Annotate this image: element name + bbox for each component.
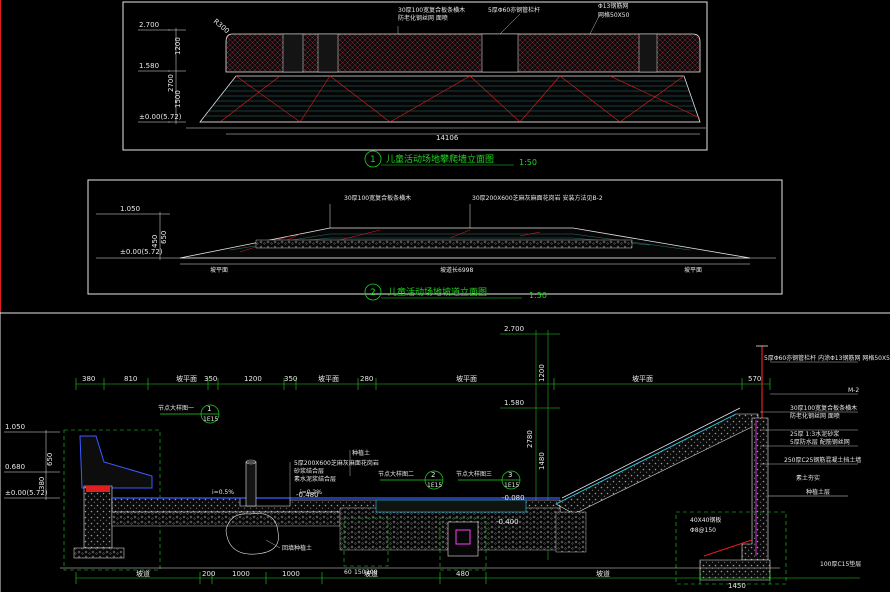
v3-bottom-small-1: 60 xyxy=(344,569,352,576)
v3-level-left-2: 0.680 xyxy=(5,463,25,471)
v3-bottom-dim-5: 坡道 xyxy=(364,569,378,578)
v3-level-mid: 1.580 xyxy=(504,399,524,407)
v1-vdim-2: 2700 xyxy=(167,74,175,92)
v3-mid-level-3: -0.480 xyxy=(296,491,319,499)
v3-level-left-1: 1.050 xyxy=(5,423,25,431)
v1-level-base: ±0.00(5.72) xyxy=(139,113,182,121)
v1-callout-2: 防老化钢丝网 面喷 xyxy=(398,14,448,22)
v3-bottom-dim-4: 1000 xyxy=(282,570,300,578)
v3-section2-sheet: 1E15 xyxy=(427,482,442,489)
v3-bottom-dim-7: 坡道 xyxy=(596,569,610,578)
v3-mid-level-1: -0.080 xyxy=(502,494,525,502)
v3-top-dim-1: 380 xyxy=(82,375,95,383)
v3-right-callout-3: 30厚100宽复合板条横木 xyxy=(790,404,857,412)
v3-bottom-dim-6: 480 xyxy=(456,570,469,578)
v3-section1-sheet: 1E15 xyxy=(203,416,218,423)
v1-vdim-1: 1200 xyxy=(174,37,182,55)
v3-bottom-small-2: 150 xyxy=(354,569,366,576)
v2-callout-1: 30厚100宽复合板条横木 xyxy=(344,194,411,202)
v3-top-dim-4: 350 xyxy=(204,375,217,383)
v1-callout-3: 5厚Φ60亦钢管栏杆 xyxy=(488,6,540,14)
v1-width: 14106 xyxy=(436,134,459,142)
v1-scale: 1:50 xyxy=(519,158,537,167)
v3-section3-text: 节点大样图三 xyxy=(456,470,492,478)
v2-span-left: 坡平面 xyxy=(210,266,228,274)
v3-right-callout-6: 5厚防水层 配筋钢丝网 xyxy=(790,438,850,446)
v3-right-callout-10: 40X40钢板 xyxy=(690,516,721,524)
v3-right-callout-7: 250厚C25钢筋混凝土挡土墙 xyxy=(784,456,861,464)
v1-level-mid: 1.580 xyxy=(139,62,159,70)
v3-section2-num: 2 xyxy=(431,471,435,479)
v3-mid-callout-4: 种植土 xyxy=(352,449,370,457)
v3-right-callout-2: M-2 xyxy=(848,387,859,394)
view2-elevation: 1.050 ±0.00(5.72) 450 650 30厚100宽复合板条横木 … xyxy=(87,179,783,301)
v3-right-callout-8: 素土夯实 xyxy=(796,474,820,482)
v3-right-callout-4: 防老化钢丝网 面喷 xyxy=(790,412,840,420)
v3-right-callout-12: 100厚C15垫层 xyxy=(820,560,861,568)
v3-section1-num: 1 xyxy=(207,405,211,413)
v2-level-top: 1.050 xyxy=(120,205,140,213)
v3-section3-sheet: 1E15 xyxy=(504,482,519,489)
v3-vdim-2: 2780 xyxy=(526,430,534,448)
v3-top-dim-3: 坡平面 xyxy=(176,374,197,383)
v3-bottom-small-3: 200 xyxy=(366,569,378,576)
v2-span-right: 坡平面 xyxy=(684,266,702,274)
v1-radius: R300 xyxy=(212,17,231,35)
v3-top-dim-9: 坡平面 xyxy=(456,374,477,383)
v3-mid-callout-6: i=0.2% xyxy=(300,489,322,496)
v1-title: 儿童活动场地攀爬墙立面图 xyxy=(386,153,494,165)
v3-right-callout-5: 25厚 1:3水泥砂浆 xyxy=(790,430,839,438)
v2-vdim-2: 650 xyxy=(160,231,168,244)
view3-section: 380 810 坡平面 350 1200 350 坡平面 280 坡平面 坡平面… xyxy=(4,325,890,590)
v3-bottom-dim-3: 1000 xyxy=(232,570,250,578)
v3-top-dim-8: 280 xyxy=(360,375,373,383)
v3-mid-callout-7: 回填种植土 xyxy=(282,544,312,552)
v3-section2-text: 节点大样图二 xyxy=(378,470,414,478)
v3-right-callout-11: Φ8@150 xyxy=(690,527,716,534)
v3-vdim-left-1: 650 xyxy=(46,453,54,466)
v2-title: 儿童活动场地坡道立面图 xyxy=(388,286,487,298)
v1-callout-1: 30厚100宽复合板条横木 xyxy=(398,6,465,14)
v1-callout-5: 网格50X50 xyxy=(598,11,630,19)
v1-callout-4: Φ13钢筋网 xyxy=(598,2,628,10)
v3-mid-callout-5: i=0.5% xyxy=(212,489,234,496)
v3-bottom-dim-1: 坡道 xyxy=(136,569,150,578)
v2-title-number: 2 xyxy=(370,288,376,298)
v3-vdim-1: 1200 xyxy=(538,364,546,382)
v2-span-mid: 坡道长6998 xyxy=(440,266,473,274)
v3-top-dim-10: 坡平面 xyxy=(632,374,653,383)
v3-right-callout-9: 种植土层 xyxy=(806,488,830,496)
v3-top-dim-2: 810 xyxy=(124,375,137,383)
v2-level-base: ±0.00(5.72) xyxy=(120,248,163,256)
v2-vdim-1: 450 xyxy=(151,235,159,248)
v3-vdim-left-2: 380 xyxy=(38,477,46,490)
v3-level-top: 2.700 xyxy=(504,325,524,333)
v3-bottom-dim-2: 200 xyxy=(202,570,215,578)
v3-top-dim-11: 570 xyxy=(748,375,761,383)
v2-scale: 1:50 xyxy=(529,291,547,300)
v3-vdim-3: 1480 xyxy=(538,452,546,470)
v3-section3-num: 3 xyxy=(508,471,512,479)
v3-bottom-dim-8: 1450 xyxy=(728,582,746,590)
v3-top-dim-6: 350 xyxy=(284,375,297,383)
v3-mid-level-2: -0.400 xyxy=(496,518,519,526)
v1-vdim-3: 1500 xyxy=(174,90,182,108)
v1-level-top: 2.700 xyxy=(139,21,159,29)
v3-mid-callout-2: 砂浆结合层 xyxy=(294,467,324,475)
v3-section1-text: 节点大样图一 xyxy=(158,404,194,412)
v3-mid-callout-1: 5厚200X600芝麻灰麻面花岗岩 xyxy=(294,459,379,467)
v3-mid-callout-3: 素水泥浆结合层 xyxy=(294,475,336,483)
view1-elevation: 2.700 1.580 ±0.00(5.72) 1200 2700 1500 R… xyxy=(122,1,708,168)
v2-callout-2: 30厚200X600芝麻灰麻面花岗岩 安装方法见B-2 xyxy=(472,194,603,202)
v3-top-dim-5: 1200 xyxy=(244,375,262,383)
v1-title-number: 1 xyxy=(370,155,376,165)
v3-right-callout-1: 5厚Φ60亦钢管栏杆 内涂Φ13钢筋网 网格50X50 xyxy=(764,354,890,362)
v3-level-left-3: ±0.00(5.72) xyxy=(5,489,48,497)
v3-top-dim-7: 坡平面 xyxy=(318,374,339,383)
